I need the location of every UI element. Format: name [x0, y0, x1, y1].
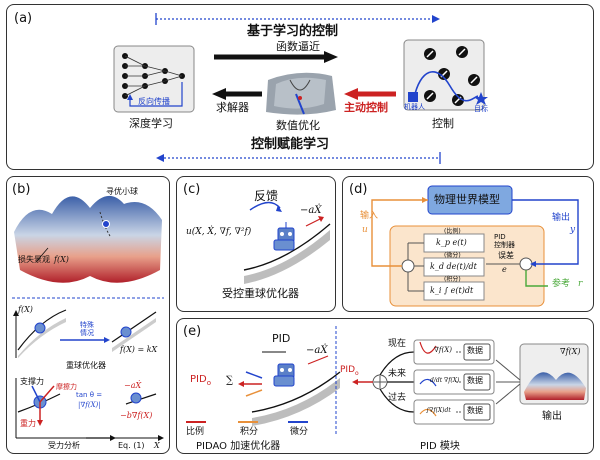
- reference-label: 参考: [552, 279, 571, 289]
- x-axis-label: X: [154, 441, 160, 450]
- deep-learning-label: 深度学习: [129, 117, 173, 130]
- p-term-label: k_p e(t): [436, 238, 467, 247]
- force-analysis-label: 受力分析: [48, 441, 80, 450]
- eq-ref-label: Eq. (1): [118, 441, 145, 450]
- grad-symbol-e: ∇f(X): [560, 347, 581, 356]
- proportional-tag: (比例): [444, 228, 461, 235]
- present-label: 现在: [388, 339, 407, 349]
- pid-o-module-label: PIDo: [340, 365, 359, 377]
- sum-symbol: ∑: [226, 375, 234, 386]
- loss-landscape-surface: [14, 195, 162, 283]
- pidao-optimizer-label: PIDAO 加速优化器: [196, 441, 281, 452]
- damping-label-c: −aẊ: [300, 205, 322, 216]
- pid-module-label: PID 模块: [420, 441, 460, 452]
- panel-b-tag: (b): [12, 182, 31, 197]
- active-control-label: 主动控制: [344, 101, 388, 114]
- func-approx-label: 函数逼近: [276, 40, 320, 53]
- robot-ball-icon: [273, 222, 295, 251]
- derivative-tag: (微分): [444, 252, 461, 259]
- data-label-2: 数据: [467, 376, 483, 385]
- d-term-label: k_d de(t)/dt: [430, 262, 477, 271]
- optimization-surface: [266, 72, 336, 115]
- special-case-label: 特殊 情况: [80, 321, 94, 337]
- input-symbol: u: [362, 225, 368, 235]
- damping-label-e: −aẊ: [306, 345, 328, 356]
- star-icon: [474, 92, 488, 105]
- output-symbol: y: [570, 225, 576, 235]
- ball-search-label: 寻优小球: [106, 187, 138, 196]
- past-label: 过去: [388, 393, 407, 403]
- grad-force-label: −b∇f(X): [120, 411, 153, 420]
- loss-landscape-label: 损失景观: [18, 255, 50, 264]
- control-label: 控制: [432, 117, 454, 130]
- physical-model-label: 物理世界模型: [434, 193, 500, 206]
- robot-ball-icon-e: [273, 363, 295, 387]
- grad-past-label: ∫∇f(X)dt: [426, 407, 451, 414]
- reference-symbol: r: [578, 279, 583, 289]
- legend-derivative: 微分: [290, 427, 309, 437]
- bottom-banner-label: 控制赋能学习: [251, 137, 330, 152]
- numerical-opt-label: 数值优化: [276, 119, 320, 132]
- output-label: 输出: [552, 213, 571, 223]
- data-label-3: 数据: [467, 406, 483, 415]
- panel-d-tag: (d): [349, 182, 368, 197]
- legend-proportional: 比例: [186, 427, 205, 437]
- fx-axis-label: f(X): [18, 305, 33, 314]
- tan-theta-label: tan θ =: [76, 391, 103, 399]
- pid-o-label: PIDo: [190, 374, 211, 387]
- u-expr-label: u(X, Ẋ, ∇f, ∇²f): [186, 227, 252, 237]
- robot-icon: [408, 92, 418, 102]
- panel-c-tag: (c): [183, 182, 201, 197]
- legend-integral: 积分: [240, 427, 259, 437]
- feedback-label: 反馈: [254, 189, 279, 203]
- solver-label: 求解器: [216, 101, 249, 114]
- future-label: 未来: [388, 369, 407, 379]
- error-label: 误差: [498, 251, 514, 260]
- d-term-box: [423, 257, 485, 277]
- controlled-heavy-ball-label: 受控重球优化器: [222, 287, 299, 300]
- heavy-ball-opt-label: 重球优化器: [66, 361, 106, 370]
- panel-a-tag: (a): [14, 11, 33, 26]
- target-label: 目标: [474, 105, 488, 113]
- input-label: 输入: [360, 211, 379, 221]
- grad-now-label: ∇f(X): [434, 346, 452, 354]
- i-term-label: k_i ∫ e(t)dt: [430, 286, 474, 295]
- data-label-1: 数据: [467, 346, 483, 355]
- damping-label-b: −aẊ: [124, 381, 142, 390]
- robot-label: 机器人: [404, 103, 425, 111]
- pid-title: PID: [272, 332, 291, 345]
- gravity-label: 重力: [20, 419, 36, 428]
- top-banner-label: 基于学习的控制: [247, 24, 339, 39]
- panel-e-tag: (e): [183, 324, 202, 339]
- eq-kx-label: f(X) = kX: [120, 345, 158, 354]
- pid-controller-label: PID 控制器: [494, 233, 515, 249]
- grad-future-label: d/dt ∇f(X): [430, 377, 460, 384]
- integral-tag: (积分): [444, 276, 461, 283]
- support-force-label: 支撑力: [20, 377, 44, 386]
- error-symbol: e: [502, 265, 507, 274]
- grad-norm-label: |∇f(X)|: [78, 401, 101, 409]
- panel-c: [176, 176, 336, 312]
- backprop-label: 反向传播: [138, 97, 170, 106]
- loss-symbol: f(X): [54, 255, 69, 264]
- friction-label: 摩擦力: [56, 383, 77, 391]
- output-label-e: 输出: [542, 411, 562, 422]
